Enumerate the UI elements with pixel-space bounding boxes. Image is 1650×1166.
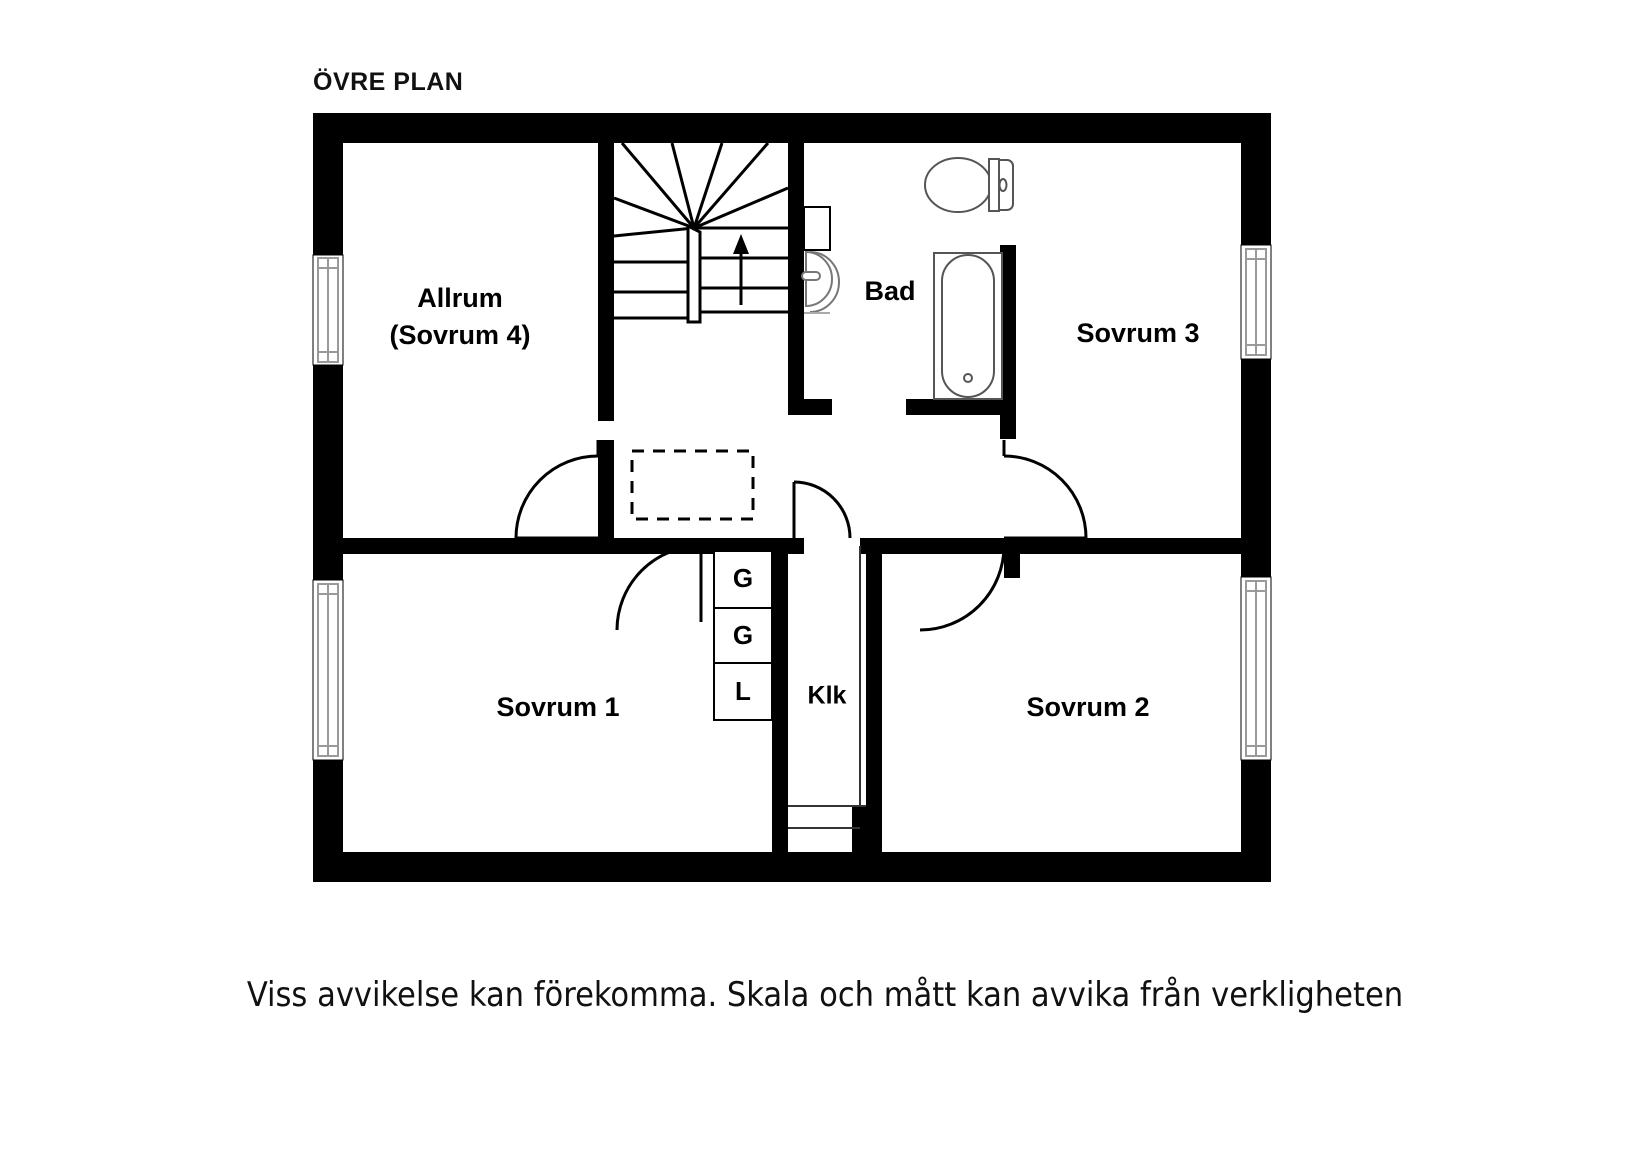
room-label-sovrum2: Sovrum 2 <box>1026 692 1149 722</box>
closet-boxes <box>713 550 773 721</box>
interior-walls <box>329 143 1259 882</box>
door-sovrum1 <box>615 544 703 631</box>
door-klk <box>792 480 852 539</box>
door-sovrum3 <box>1002 440 1088 540</box>
page-title: ÖVRE PLAN <box>313 68 464 96</box>
sink-fixture <box>801 250 840 314</box>
door-allrum <box>514 440 600 540</box>
room-labels: Allrum (Sovrum 4) Bad Sovrum 3 Sovrum 1 … <box>389 276 1199 722</box>
room-label-klk: Klk <box>808 682 847 710</box>
room-label-sovrum3: Sovrum 3 <box>1076 318 1199 348</box>
ceiling-hatch-dashed <box>630 449 755 521</box>
staircase <box>613 142 789 324</box>
closet-labels: G G L <box>733 563 753 706</box>
bathtub-fixture <box>933 252 1003 400</box>
stair-direction-arrow-icon <box>733 234 749 305</box>
window-allrum <box>312 254 344 366</box>
disclaimer-text: Viss avvikelse kan förekomma. Skala och … <box>246 975 1404 1015</box>
room-label-allrum-line2: (Sovrum 4) <box>389 320 530 350</box>
closet-label-l: L <box>735 676 751 706</box>
radiator-fixture <box>803 206 831 251</box>
toilet-fixture <box>924 157 1014 213</box>
room-label-sovrum1: Sovrum 1 <box>496 692 619 722</box>
window-sovrum2 <box>1240 576 1272 761</box>
interior-thin-lines <box>788 546 866 829</box>
room-label-bad: Bad <box>864 276 915 306</box>
closet-label-g-lower: G <box>733 620 753 650</box>
room-label-allrum-line1: Allrum <box>417 283 503 313</box>
door-sovrum2 <box>919 545 1006 632</box>
window-sovrum3 <box>1240 244 1272 360</box>
closet-label-g-upper: G <box>733 563 753 593</box>
window-sovrum1 <box>312 579 344 761</box>
